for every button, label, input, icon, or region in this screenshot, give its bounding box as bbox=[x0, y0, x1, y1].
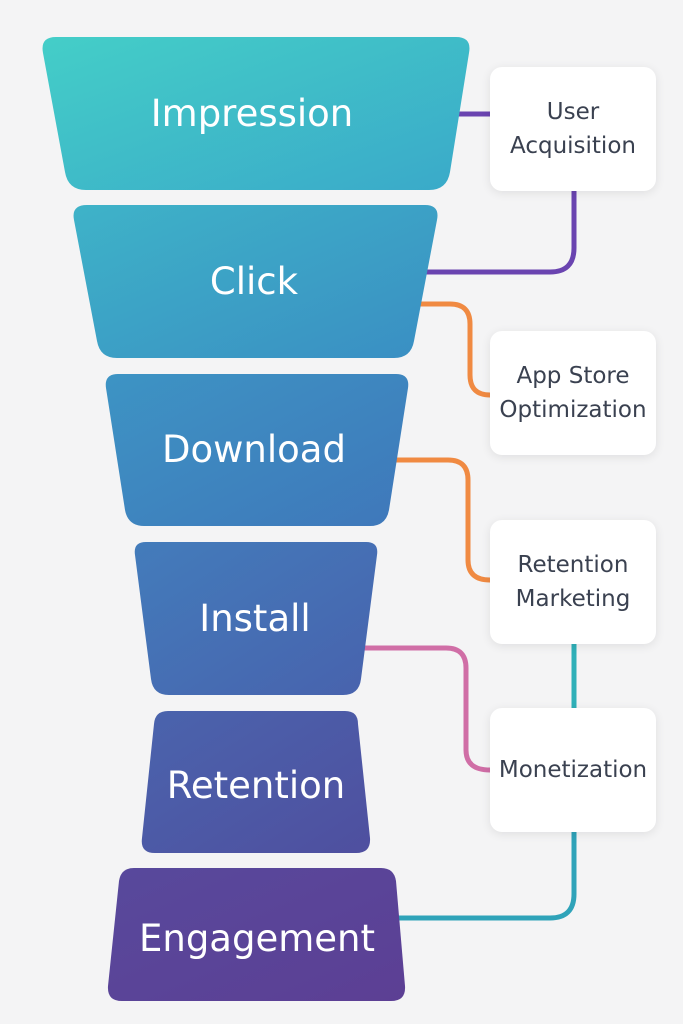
connector-click-to-user-acquisition bbox=[423, 188, 577, 275]
monetization-line1: Monetization bbox=[498, 757, 648, 783]
stage-click-shape bbox=[73, 205, 438, 358]
connector-engagement bbox=[385, 829, 577, 921]
user-acquisition-line1: User bbox=[546, 99, 600, 125]
stage-download-label: Download bbox=[162, 428, 346, 471]
stage-click-label: Click bbox=[210, 260, 299, 303]
app-store-optimization-box: App Store Optimization bbox=[490, 331, 656, 455]
app-store-optimization-line1: App Store bbox=[516, 363, 630, 389]
monetization-text: Monetization bbox=[499, 753, 647, 787]
connector-monetization bbox=[357, 645, 493, 773]
app-store-optimization-line2: Optimization bbox=[499, 397, 647, 423]
connector-retention-marketing bbox=[389, 457, 493, 583]
stage-install-label: Install bbox=[199, 597, 310, 640]
stage-engagement-label: Engagement bbox=[139, 917, 375, 960]
stage-engagement-shape bbox=[107, 868, 406, 1001]
stage-retention: Retention bbox=[141, 711, 371, 853]
stage-impression-shape bbox=[42, 37, 470, 190]
stage-install-shape bbox=[134, 542, 378, 695]
user-acquisition-box: User Acquisition bbox=[490, 67, 656, 191]
stage-retention-shape bbox=[141, 711, 371, 853]
stage-impression-label: Impression bbox=[151, 92, 354, 135]
stage-retention-label: Retention bbox=[167, 764, 345, 807]
stage-download: Download bbox=[105, 374, 409, 526]
monetization-box: Monetization bbox=[490, 708, 656, 832]
retention-marketing-text: Retention Marketing bbox=[516, 548, 631, 616]
retention-marketing-box: Retention Marketing bbox=[490, 520, 656, 644]
retention-marketing-line2: Marketing bbox=[515, 586, 631, 612]
connector-app-store-optimization bbox=[417, 301, 493, 398]
stage-impression: Impression bbox=[42, 37, 470, 190]
app-store-optimization-text: App Store Optimization bbox=[499, 359, 646, 427]
retention-marketing-line1: Retention bbox=[517, 552, 629, 578]
stage-install: Install bbox=[134, 542, 378, 695]
stage-click: Click bbox=[73, 205, 438, 358]
stage-download-shape bbox=[105, 374, 409, 526]
user-acquisition-line2: Acquisition bbox=[510, 133, 636, 159]
stage-engagement: Engagement bbox=[107, 868, 406, 1001]
user-acquisition-text: User Acquisition bbox=[510, 95, 636, 163]
